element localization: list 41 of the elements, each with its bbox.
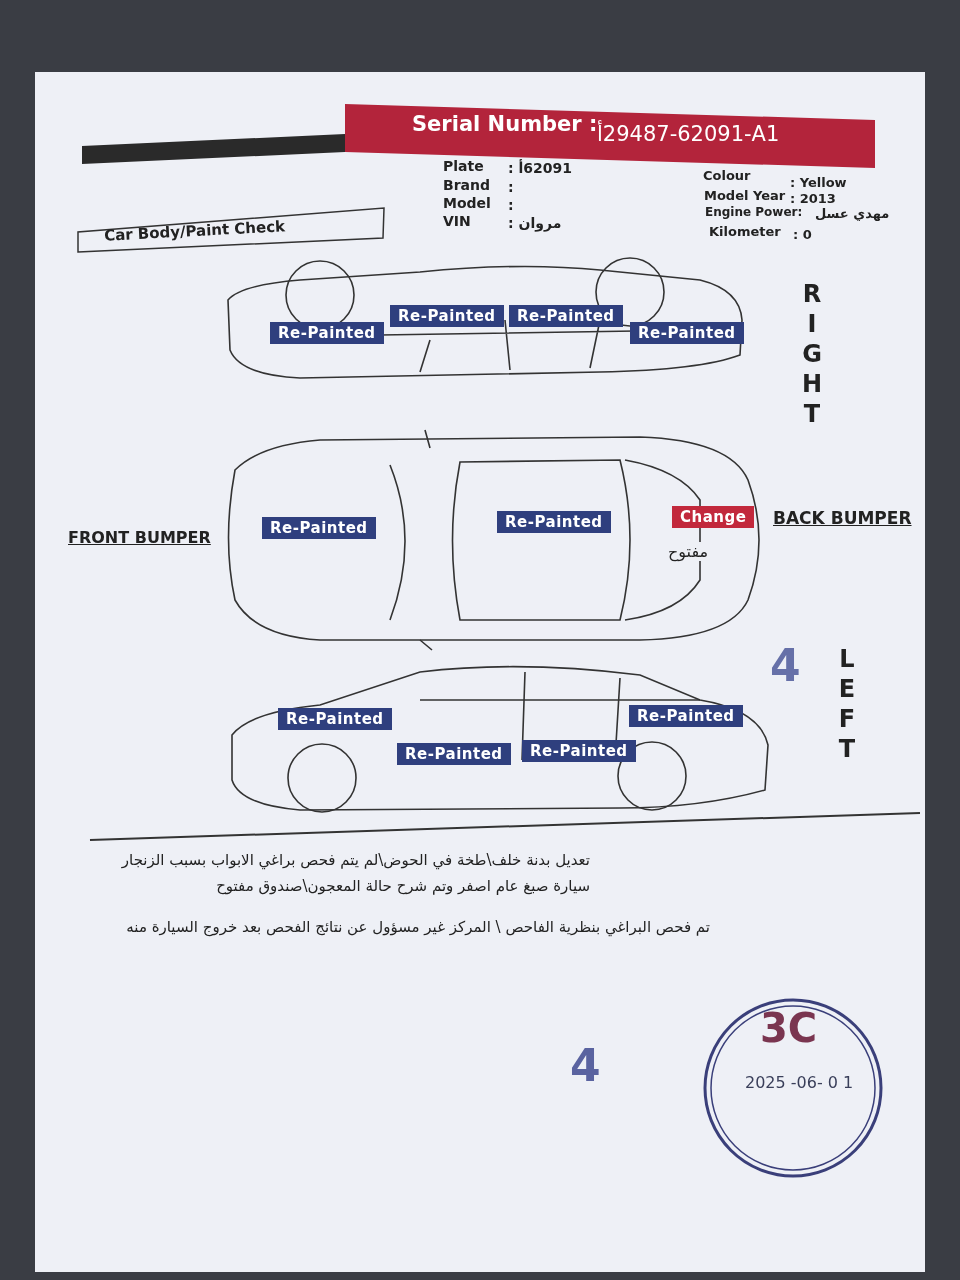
- side-label: RIGHT: [798, 280, 826, 430]
- side-label: LEFT: [833, 645, 861, 765]
- field-label: Model: [443, 195, 491, 211]
- status-tag: Re-Painted: [397, 743, 511, 765]
- page-number: 4: [570, 1040, 601, 1091]
- bumper-label: FRONT BUMPER: [68, 528, 211, 547]
- status-tag: Re-Painted: [509, 305, 623, 327]
- status-tag: Re-Painted: [630, 322, 744, 344]
- status-tag: Re-Painted: [270, 322, 384, 344]
- status-tag: Re-Painted: [629, 705, 743, 727]
- field-value: : أ62091: [508, 160, 572, 176]
- field-value: : 0: [793, 227, 812, 242]
- field-value: مهدي عسل: [815, 206, 890, 221]
- field-label: Brand: [443, 177, 490, 193]
- serial-label: Serial Number :: [412, 112, 598, 136]
- field-label: Kilometer: [709, 224, 781, 239]
- note-text: تم فحص البراغي بنظرية الفاحص \ المركز غير مسؤول عن نتائج الفحص بعد خروج السيارة منه: [125, 917, 710, 939]
- page-number: 4: [770, 640, 801, 691]
- field-value: : Yellow: [790, 175, 847, 190]
- note-text: تعديل بدنة خلف\طخة في الحوض\لم يتم فحص براغي الابواب بسبب الزنجار سيارة صبغ عام اصفر وتم شرح حالة المعجون\صندوق مفتوح: [120, 850, 590, 897]
- field-value: :: [508, 197, 514, 213]
- field-value: :: [508, 179, 514, 195]
- field-value: : 2013: [790, 191, 836, 206]
- bumper-label: BACK BUMPER: [773, 508, 912, 528]
- status-tag: Re-Painted: [262, 517, 376, 539]
- handwritten-note: مفتوح: [668, 542, 709, 561]
- stamp-text: 2025 -06- 0 1: [745, 1073, 854, 1092]
- status-tag: Re-Painted: [497, 511, 611, 533]
- status-tag: Re-Painted: [278, 708, 392, 730]
- field-label: Colour: [703, 168, 751, 183]
- field-label: Model Year: [704, 188, 786, 203]
- status-tag: Change: [672, 506, 755, 528]
- serial-number: أ29487-62091-A1: [597, 122, 780, 146]
- status-tag: Re-Painted: [390, 305, 504, 327]
- field-label: VIN: [443, 213, 471, 229]
- section-heading: Car Body/Paint Check: [103, 217, 286, 245]
- field-label: Plate: [443, 158, 484, 174]
- field-value: : مروان: [508, 215, 562, 231]
- status-tag: Re-Painted: [522, 740, 636, 762]
- field-label: Engine Power:: [705, 205, 803, 219]
- stamp-text: 3C: [760, 1005, 818, 1051]
